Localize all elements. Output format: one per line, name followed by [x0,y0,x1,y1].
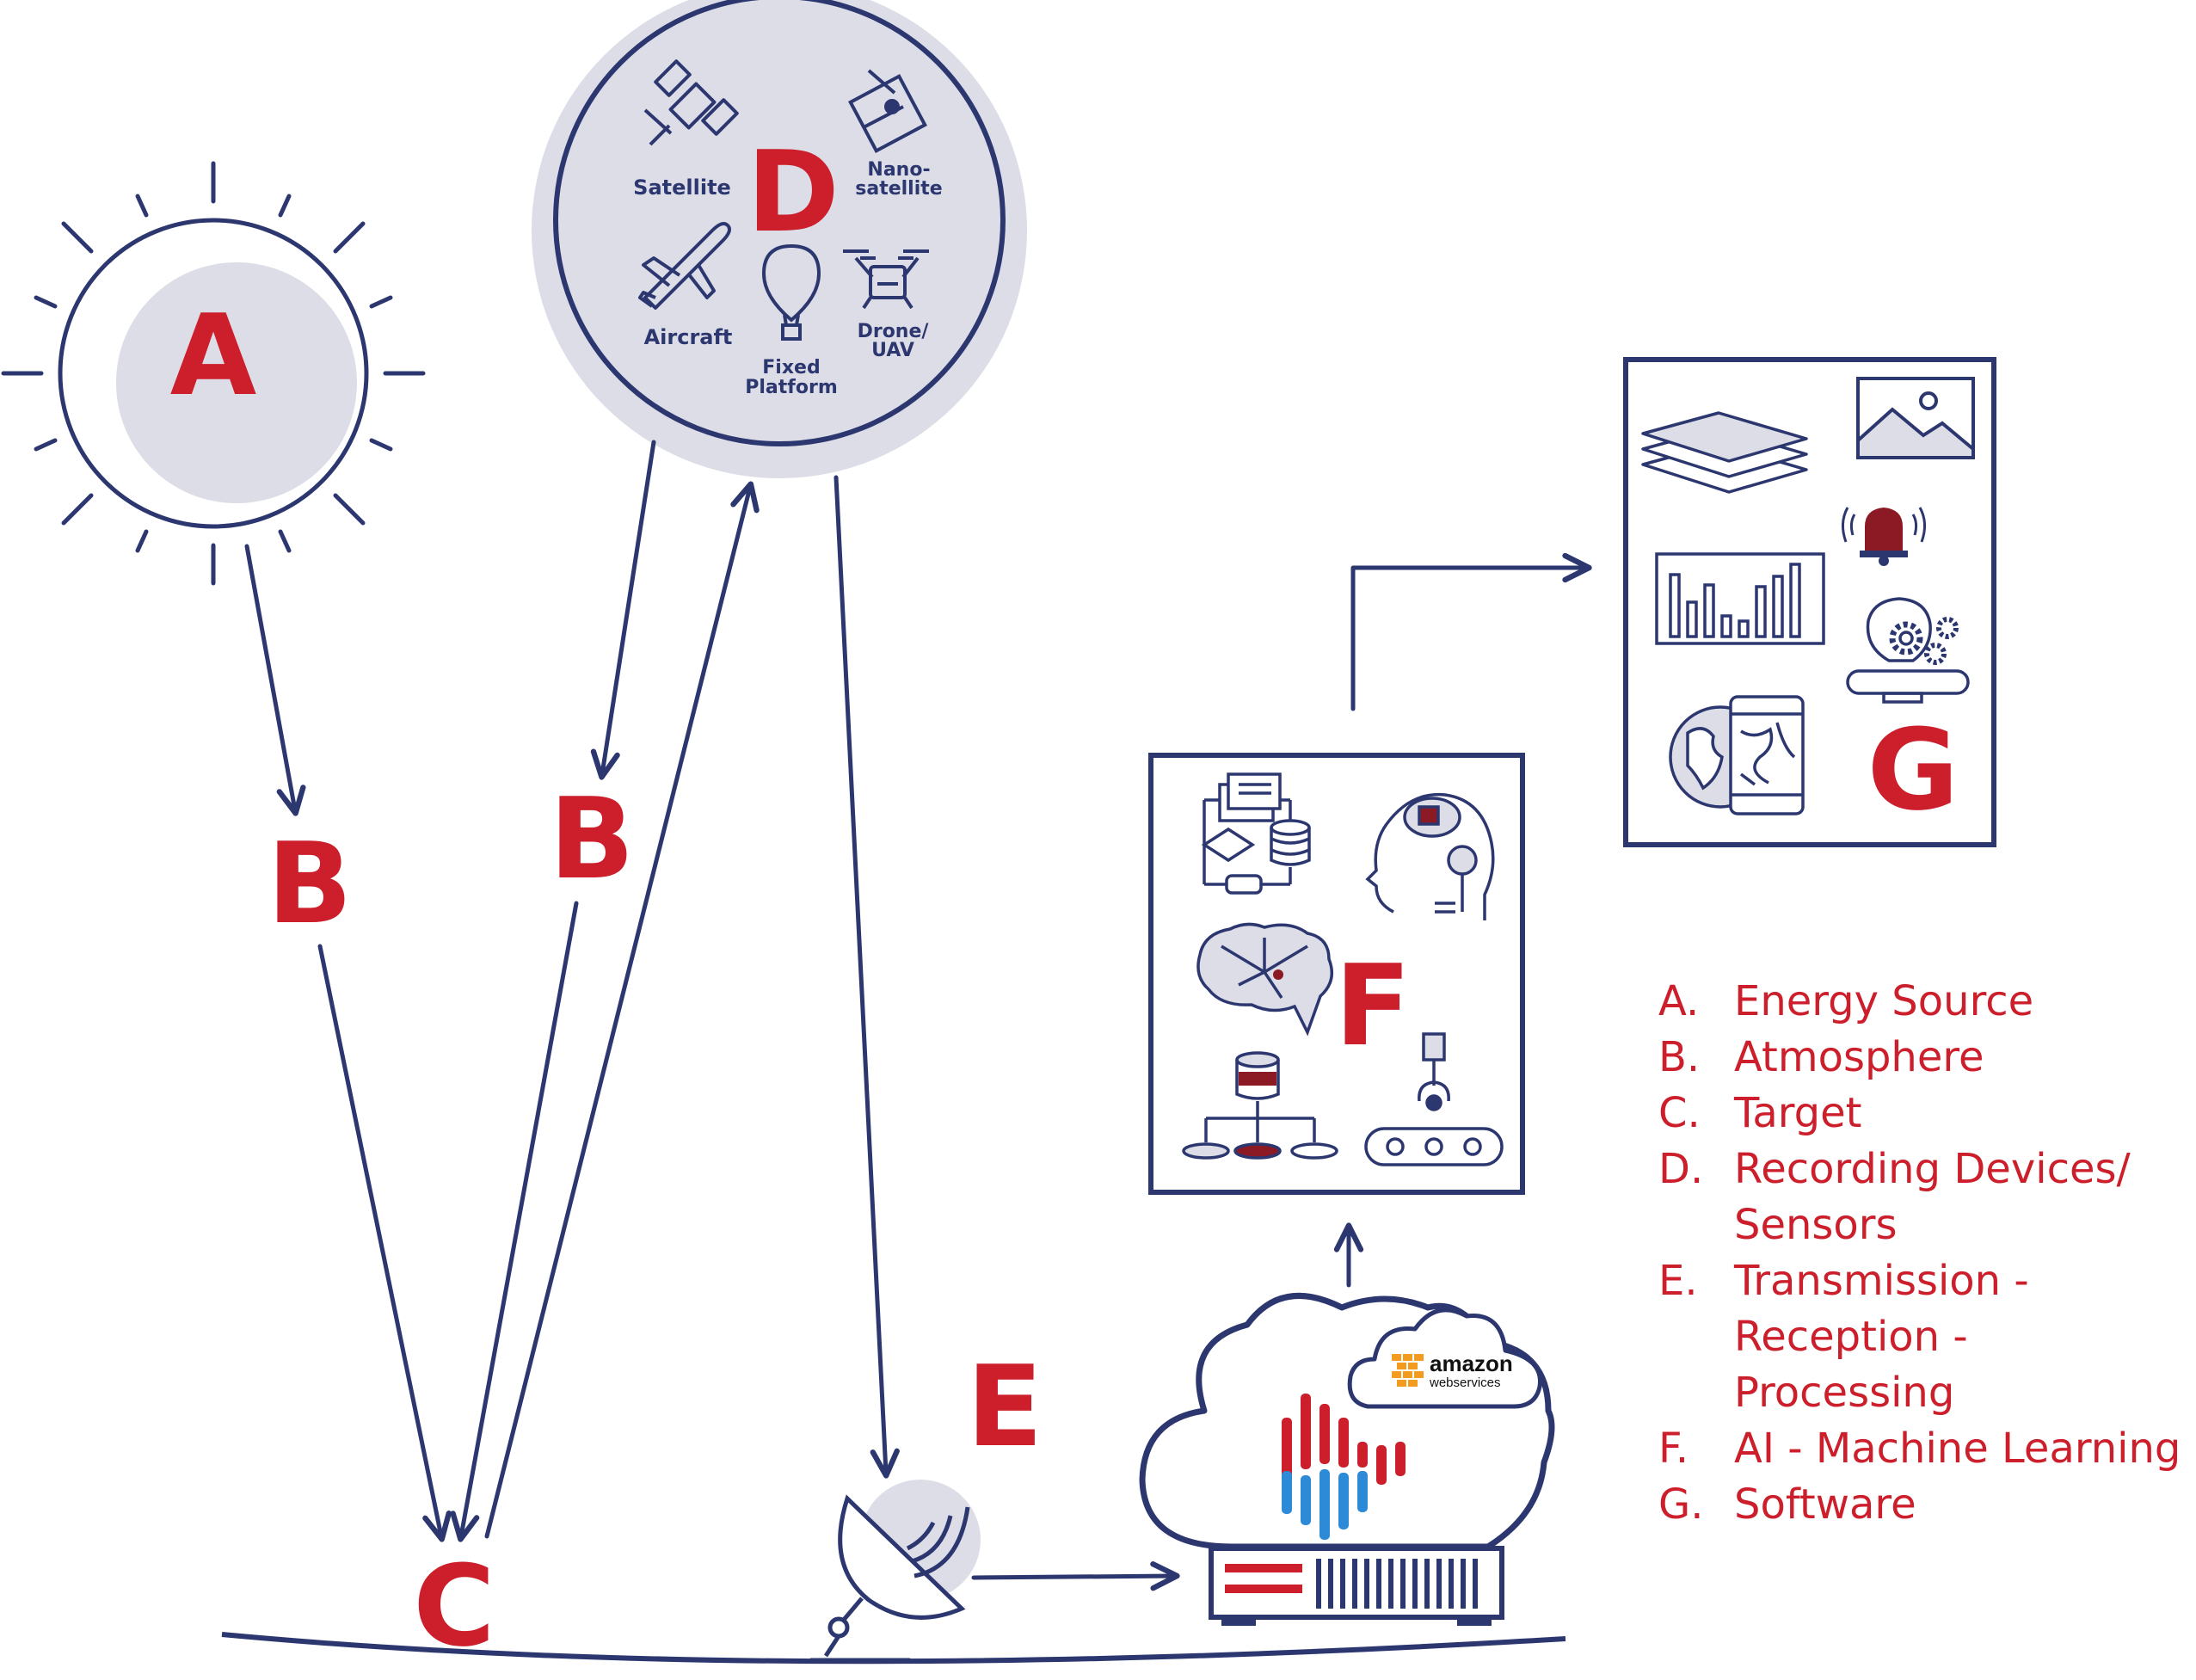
legend-item-text: AI - Machine Learning [1734,1425,2181,1473]
downlink-arrow [833,475,900,1479]
output-arrow [1350,552,1592,711]
globe-map-phone-icon [1669,695,1805,815]
legend-letter: B. [1658,1033,1700,1081]
legend-item-text: Atmosphere [1734,1033,1984,1081]
bars-logo-icon [1282,1394,1406,1540]
fixed-platform-label-1: Fixed [762,357,820,378]
aircraft-label: Aircraft [644,325,733,349]
aws-sub: webservices [1429,1375,1501,1390]
gear-lightbulb-icon [1846,597,1970,704]
nano-satellite-icon [848,69,927,153]
layers-icon [1641,411,1808,494]
sun-icon [1,161,426,586]
legend-item-text: Processing [1734,1369,1954,1417]
label-b-right: B [549,773,634,904]
aircraft-icon [638,222,731,310]
legend-item-text: Transmission - [1733,1257,2029,1305]
label-c: C [413,1541,495,1671]
legend-letter: F. [1658,1425,1689,1473]
fixed-platform-label-2: Platform [745,377,838,398]
label-f: F [1335,940,1412,1071]
legend-item-text: Reception - [1734,1313,1968,1361]
database-tree-icon [1182,1051,1338,1160]
legend-item-text: Recording Devices/ [1734,1145,2131,1193]
reflection-arrow [450,440,760,1542]
nano-satellite-label-2: satellite [855,178,942,200]
legend-letter: A. [1658,977,1699,1025]
legend-letter: C. [1658,1089,1701,1137]
robot-arm-conveyor-icon [1364,1032,1504,1166]
label-e: E [967,1341,1043,1472]
label-a: A [170,290,257,421]
aws-cloud-icon [1347,1308,1542,1409]
server-icon [1209,1546,1504,1626]
satellite-dish-icon [810,1480,981,1663]
label-g: G [1867,705,1959,835]
nano-satellite-label-1: Nano- [867,159,930,181]
flowchart-icon [1201,772,1311,895]
label-d: D [747,126,840,257]
ai-head-icon [1365,792,1495,920]
drone-label-2: UAV [871,340,914,361]
label-b-left: B [267,818,352,949]
legend-item-text: Target [1733,1089,1862,1137]
neural-brain-icon [1196,922,1334,1037]
aws-brand: amazon [1430,1351,1513,1376]
balloon-icon [761,243,821,341]
energy-arrow [244,544,452,1542]
uplink-arrow [971,1561,1180,1591]
satellite-label: Satellite [633,175,731,200]
legend-item-text: Software [1734,1480,1916,1529]
bar-chart-icon [1655,552,1825,645]
legend-item-text: Sensors [1734,1201,1898,1249]
drone-icon [843,249,929,310]
satellite-icon [643,59,739,146]
legend-letter: E. [1658,1257,1698,1305]
legend-item-text: Energy Source [1734,977,2033,1025]
legend-letter: G. [1658,1480,1703,1529]
drone-label-1: Drone/ [858,321,930,342]
alarm-bell-icon [1842,507,1926,566]
legend-letter: D. [1658,1145,1703,1193]
image-icon [1856,377,1975,459]
